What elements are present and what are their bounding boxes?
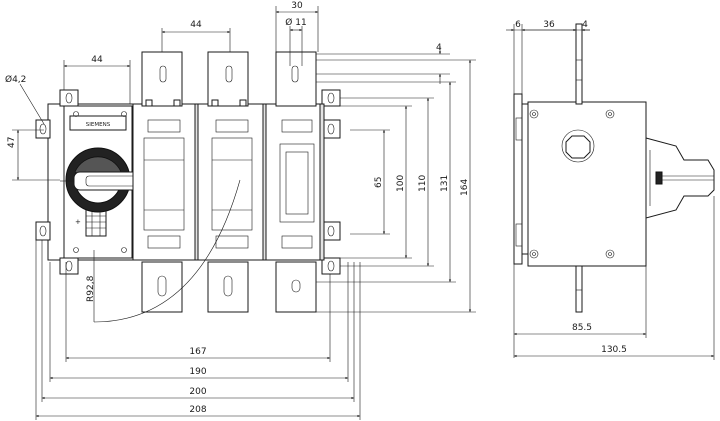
dim-6: 6 <box>515 20 521 30</box>
top-terminals <box>141 51 317 107</box>
left-mounting-tabs <box>35 89 79 275</box>
dim-44-mid: 44 <box>190 20 202 30</box>
dim-r92-8: R92,8 <box>86 275 96 302</box>
dim-100: 100 <box>396 175 406 192</box>
bottom-terminals <box>141 261 317 313</box>
dim-47: 47 <box>7 137 17 148</box>
dim-130-5: 130.5 <box>601 345 627 355</box>
swing-arc <box>93 179 241 323</box>
side-mounting-rail <box>513 93 523 265</box>
dim-44-left: 44 <box>91 55 103 65</box>
shaft-top <box>575 23 583 105</box>
dim-36: 36 <box>543 20 555 30</box>
lock-indicator <box>85 209 107 237</box>
dim-164: 164 <box>460 179 470 196</box>
brand-plate <box>69 115 127 131</box>
pole-3 <box>265 103 323 261</box>
dim-hole-4-2: Ø4,2 <box>5 74 26 85</box>
right-mounting-tabs <box>321 89 341 275</box>
dim-4-right: 4 <box>436 43 442 53</box>
dim-208: 208 <box>189 405 206 415</box>
side-view: 6 36 4 85.5 130.5 <box>506 20 715 360</box>
pole-2 <box>196 103 264 261</box>
dim-190: 190 <box>189 367 206 377</box>
dim-hole-11: Ø 11 <box>285 17 306 28</box>
dim-4-side: 4 <box>582 20 588 30</box>
side-housing <box>527 101 647 267</box>
svg-text:+: + <box>75 218 81 226</box>
dim-200: 200 <box>189 387 206 397</box>
dim-65: 65 <box>374 177 384 188</box>
dim-167: 167 <box>189 347 206 357</box>
brand-label: SIEMENS <box>86 122 111 128</box>
shaft-bottom <box>575 265 583 313</box>
dim-30: 30 <box>291 1 303 11</box>
dim-85-5: 85.5 <box>572 323 592 333</box>
dim-110: 110 <box>418 175 428 192</box>
pole-1 <box>132 103 196 261</box>
side-knob-profile <box>645 137 715 219</box>
front-view: SIEMENS + <box>5 1 476 420</box>
dim-131: 131 <box>440 175 450 192</box>
